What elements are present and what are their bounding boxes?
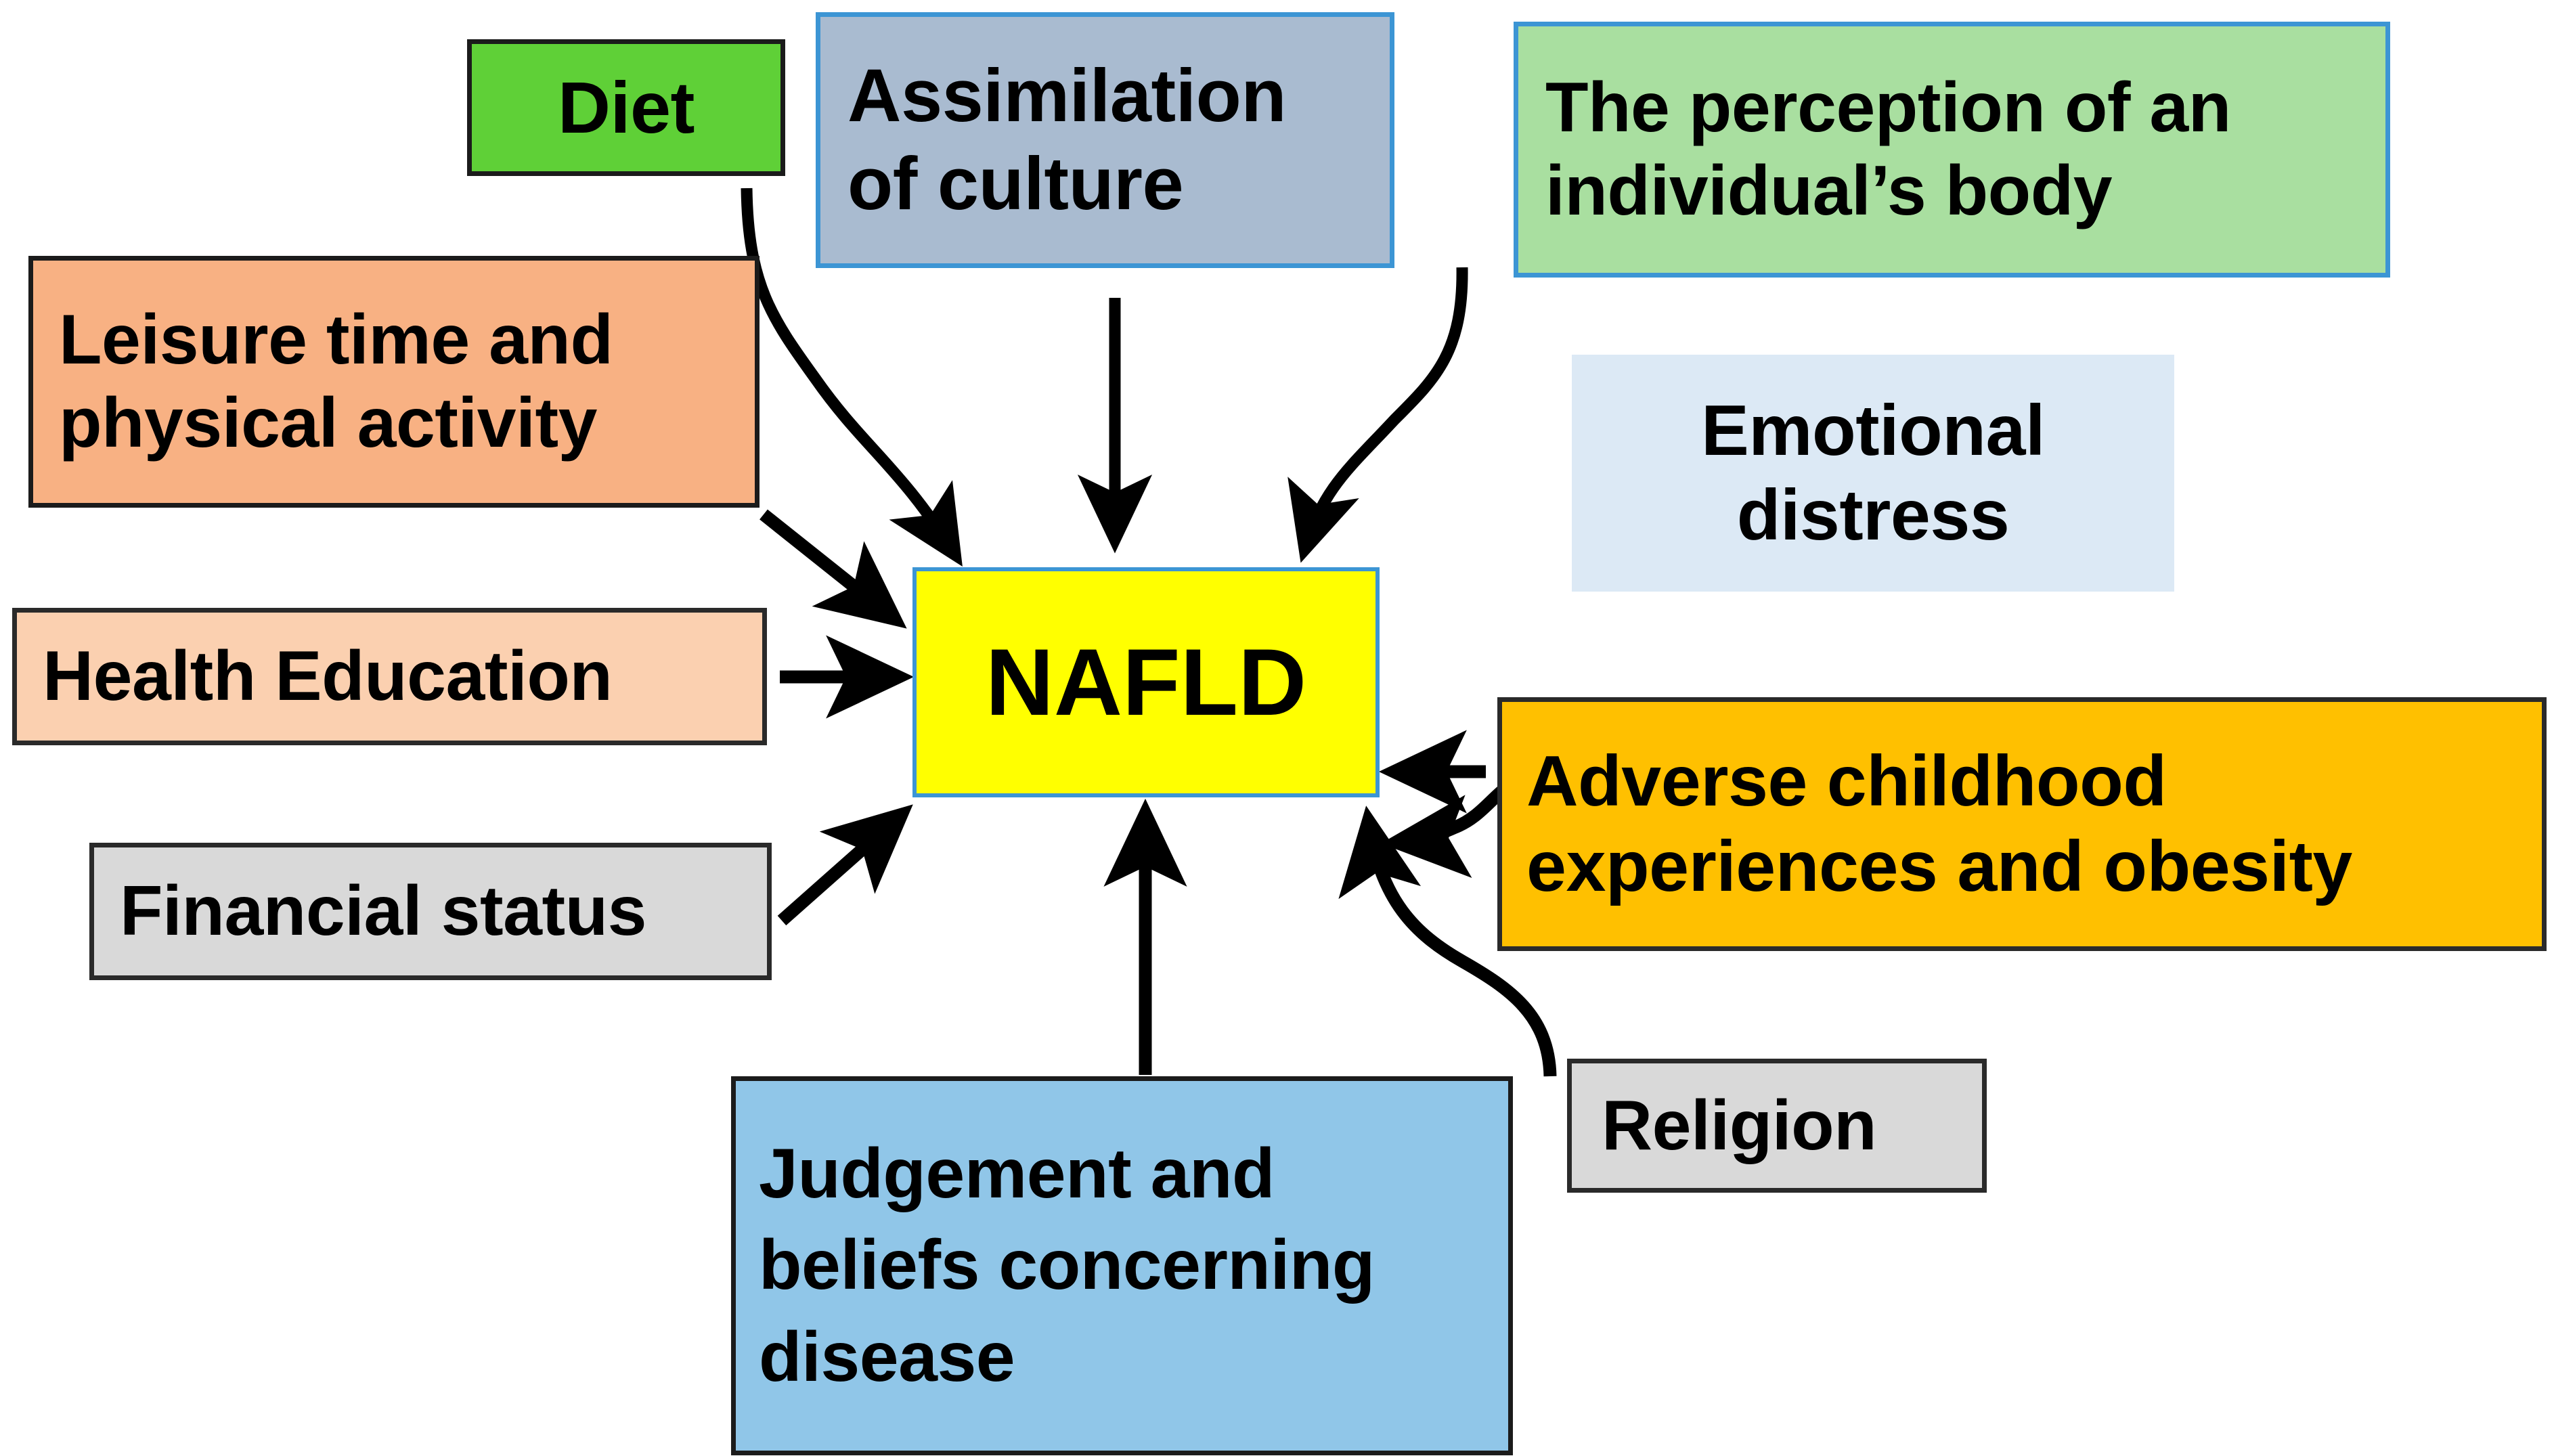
node-financial-status[interactable]: Financial status (89, 843, 772, 980)
node-leisure-line-1: Leisure time and (59, 301, 613, 380)
node-adverse-line-2: experiences and obesity (1526, 826, 2352, 906)
node-financial-status-line-1: Financial status (120, 872, 647, 951)
edge-perception-to-nafld (1287, 267, 1468, 563)
node-judgement-beliefs-disease[interactable]: Judgement and beliefs concerning disease (731, 1076, 1513, 1455)
edge-financial-to-nafld (777, 804, 913, 926)
node-judgement-line-1: Judgement and (759, 1134, 1275, 1214)
node-judgement-line-2: beliefs concerning (759, 1226, 1375, 1305)
node-judgement-line-3: disease (759, 1317, 1015, 1396)
node-assimilation-of-culture[interactable]: Assimilation of culture (816, 12, 1394, 268)
node-perception-line-1: The perception of an (1545, 68, 2231, 148)
node-assimilation-line-1: Assimilation (847, 54, 1287, 138)
node-perception-line-2: individual’s body (1545, 152, 2113, 230)
node-leisure-line-2: physical activity (59, 384, 598, 462)
node-emotional-line-2: distress (1736, 475, 2010, 555)
node-diet[interactable]: Diet (467, 39, 785, 176)
node-religion-line-1: Religion (1602, 1086, 1877, 1165)
node-nafld-label: NAFLD (985, 629, 1307, 736)
node-health-education[interactable]: Health Education (12, 608, 767, 745)
node-leisure-time-physical-activity[interactable]: Leisure time and physical activity (28, 256, 759, 508)
edge-leisure-to-nafld (759, 509, 907, 629)
node-emotional-line-1: Emotional (1701, 390, 2045, 470)
node-emotional-distress[interactable]: Emotional distress (1572, 355, 2174, 592)
node-adverse-line-1: Adverse childhood (1526, 741, 2167, 822)
node-adverse-childhood-experiences-obesity[interactable]: Adverse childhood experiences and obesit… (1497, 697, 2547, 951)
node-nafld[interactable]: NAFLD (912, 567, 1380, 797)
node-perception-of-body[interactable]: The perception of an individual’s body (1514, 22, 2390, 278)
node-health-education-line-1: Health Education (43, 637, 613, 716)
node-religion[interactable]: Religion (1567, 1059, 1987, 1193)
node-assimilation-line-2: of culture (847, 142, 1184, 225)
edge-religion-to-nafld (1338, 806, 1557, 1077)
node-diet-line-1: Diet (557, 66, 695, 149)
